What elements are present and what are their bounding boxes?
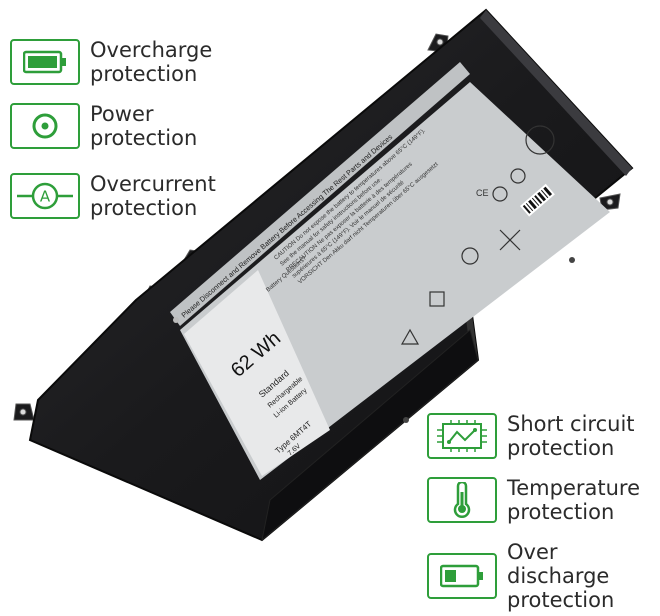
feature-short-circuit: Short circuit protection bbox=[427, 412, 635, 460]
thermometer-icon bbox=[453, 482, 471, 518]
battery-low-icon bbox=[440, 564, 483, 588]
circuit-board-icon bbox=[437, 420, 487, 452]
feature-icon-box bbox=[10, 39, 80, 85]
feature-icon-box bbox=[427, 413, 497, 459]
feature-label: Over discharge protection bbox=[507, 540, 615, 612]
feature-label: Temperature protection bbox=[507, 476, 641, 524]
feature-power: Power protection bbox=[10, 102, 197, 150]
svg-text:CE: CE bbox=[476, 188, 489, 198]
feature-temperature: Temperature protection bbox=[427, 476, 640, 524]
feature-icon-box bbox=[427, 553, 497, 599]
feature-over-discharge: Over discharge protection bbox=[427, 540, 660, 612]
power-icon bbox=[32, 113, 58, 139]
feature-label: Short circuit protection bbox=[507, 412, 635, 460]
certification-marks: CE bbox=[400, 125, 555, 345]
feature-label: Overcurrent protection bbox=[90, 172, 216, 220]
ammeter-icon: A bbox=[17, 182, 73, 210]
feature-icon-box bbox=[427, 477, 497, 523]
feature-overcurrent: A Overcurrent protection bbox=[10, 172, 216, 220]
warning-strip bbox=[170, 62, 470, 326]
battery-full-icon bbox=[23, 50, 66, 74]
feature-overcharge: Overcharge protection bbox=[10, 38, 212, 86]
feature-icon-box: A bbox=[10, 173, 80, 219]
feature-label: Overcharge protection bbox=[90, 38, 213, 86]
feature-icon-box bbox=[10, 103, 80, 149]
feature-label: Power protection bbox=[90, 102, 198, 150]
svg-text:A: A bbox=[40, 188, 51, 206]
barcode bbox=[520, 183, 555, 217]
capacity-panel bbox=[184, 270, 330, 476]
